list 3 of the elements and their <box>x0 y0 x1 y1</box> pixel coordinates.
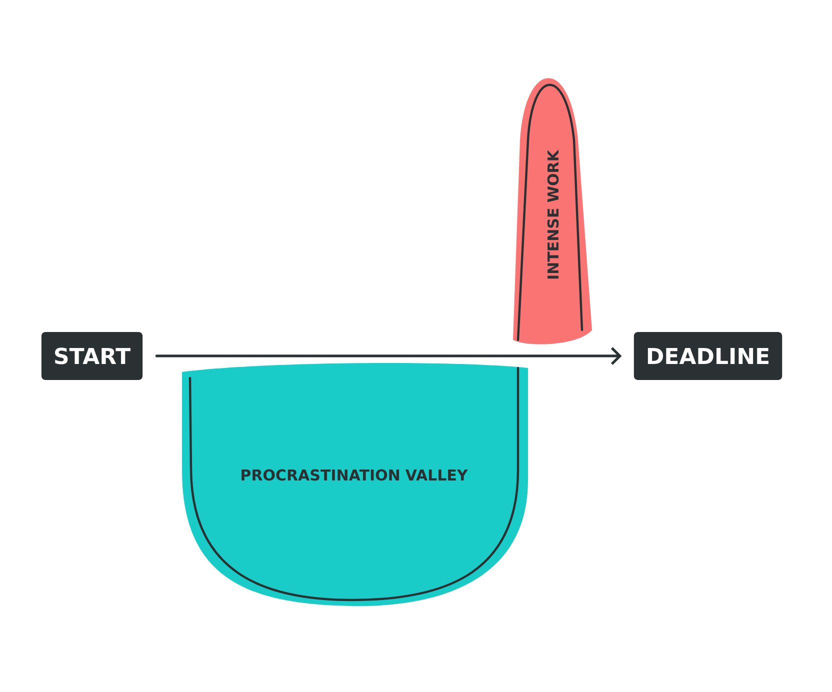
arrow <box>155 347 622 365</box>
label-box: START <box>41 332 143 380</box>
label-box: DEADLINE <box>634 332 782 380</box>
